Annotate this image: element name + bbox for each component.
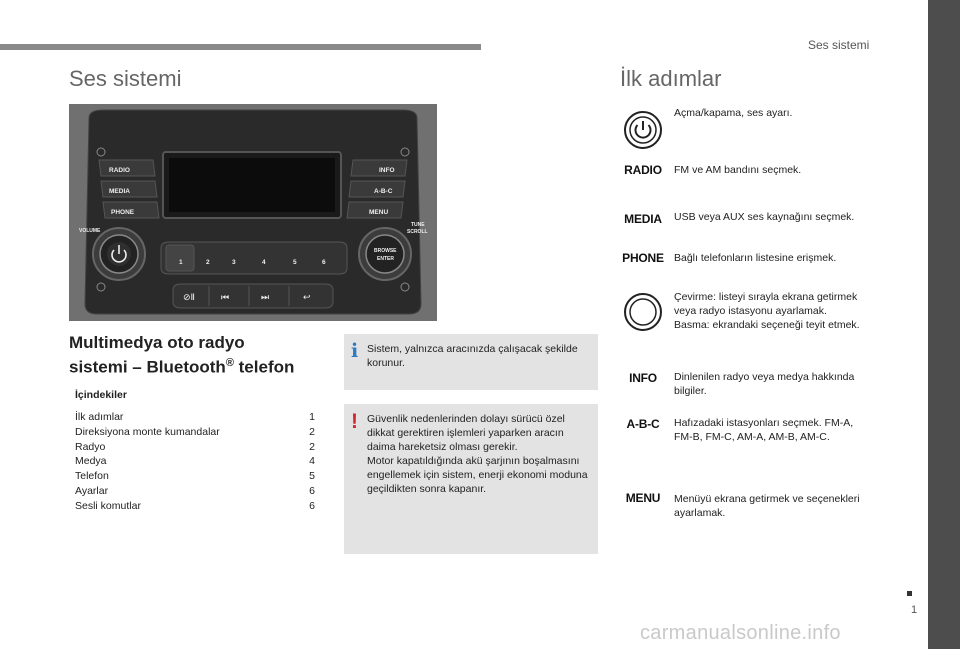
step-power-text: Açma/kapama, ses ayarı. <box>674 107 793 119</box>
menu-icon-label: MENU <box>625 491 661 505</box>
step-browse-text: Çevirme: listeyi sırayla ekrana getirmek… <box>674 290 874 332</box>
toc-item-label: Ayarlar <box>75 484 109 497</box>
toc-item-page: 5 <box>309 470 315 483</box>
preset-label: 6 <box>322 259 326 266</box>
scroll-label: SCROLL <box>407 229 428 235</box>
abc-button-label: A-B-C <box>374 188 393 195</box>
intro-title-line2-end: telefon <box>233 357 295 377</box>
toc-item[interactable]: Radyo 2 <box>75 440 315 455</box>
svg-text:⊘Ⅱ: ⊘Ⅱ <box>183 293 195 303</box>
toc-item[interactable]: İlk adımlar 1 <box>75 410 315 425</box>
toc-item[interactable]: Ayarlar 6 <box>75 484 315 499</box>
svg-text:⏭: ⏭ <box>261 293 269 303</box>
radio-icon: RADIO <box>620 162 666 178</box>
volume-label: VOLUME <box>79 228 101 234</box>
abc-icon-label: A-B-C <box>626 417 660 431</box>
toc-item[interactable]: Telefon 5 <box>75 469 315 484</box>
media-button-label: MEDIA <box>109 188 130 195</box>
browse-label: BROWSE <box>374 248 397 254</box>
radio-button-label: RADIO <box>109 167 130 174</box>
preset-label: 2 <box>206 259 210 266</box>
toc-item-page: 2 <box>309 440 315 453</box>
radio-icon-label: RADIO <box>624 163 662 177</box>
info-icon: i <box>351 340 359 362</box>
toc-item-label: Radyo <box>75 440 106 453</box>
toc-item-label: Telefon <box>75 470 109 483</box>
phone-button-label: PHONE <box>111 209 135 216</box>
step-browse-line: Çevirme: listeyi sırayla ekrana getirmek… <box>674 291 858 317</box>
toc-list: İlk adımlar 1 Direksiyona monte kumandala… <box>75 410 315 514</box>
preset-label: 1 <box>179 259 183 266</box>
tune-label: TUNE <box>411 222 425 228</box>
warning-line: Güvenlik nedenlerinden dolayı sürücü öze… <box>367 413 565 453</box>
page-number: 1 <box>911 604 918 616</box>
step-browse-line: Basma: ekrandaki seçeneği teyit etmek. <box>674 319 860 331</box>
toc-heading: İçindekiler <box>75 389 127 401</box>
section-title-first-steps: İlk adımlar <box>620 66 722 91</box>
power-knob-icon <box>620 108 666 152</box>
radio-unit-illustration: RADIO MEDIA PHONE INFO A-B-C MENU VOLUME… <box>69 104 437 321</box>
browse-knob-icon <box>620 290 666 334</box>
info-note: i Sistem, yalnızca aracınızda çalışacak … <box>344 334 598 390</box>
toc-item-page: 6 <box>309 499 315 512</box>
enter-label: ENTER <box>377 256 394 262</box>
preset-label: 5 <box>293 259 297 266</box>
step-menu-text: Menüyü ekrana getirmek ve seçenekleri ay… <box>674 493 860 519</box>
toc-item[interactable]: Medya 4 <box>75 454 315 469</box>
intro-title-line1: Multimedya oto radyo <box>69 333 245 352</box>
toc-item-page: 2 <box>309 425 315 438</box>
media-icon-label: MEDIA <box>624 212 662 226</box>
toc-item-label: Medya <box>75 455 107 468</box>
preset-label: 4 <box>262 259 266 266</box>
step-media-text: USB veya AUX ses kaynağını seçmek. <box>674 211 855 223</box>
phone-icon-label: PHONE <box>622 251 664 265</box>
page-end-marker <box>907 591 912 596</box>
warning-line: Motor kapatıldığında akü şarjının boşalm… <box>367 455 588 495</box>
media-icon: MEDIA <box>620 211 666 227</box>
menu-icon: MENU <box>620 490 666 506</box>
toc-item[interactable]: Sesli komutlar 6 <box>75 499 315 514</box>
watermark: carmanualsonline.info <box>640 622 841 644</box>
toc-item-page: 4 <box>309 455 315 468</box>
info-icon: INFO <box>620 370 666 386</box>
top-rule <box>0 44 481 50</box>
warning-icon: ! <box>351 410 358 433</box>
step-abc-text: Hafızadaki istasyonları seçmek. FM-A, FM… <box>674 417 854 443</box>
phone-icon: PHONE <box>620 250 666 266</box>
info-icon-label: INFO <box>629 371 657 385</box>
warning-note-text: Güvenlik nedenlerinden dolayı sürücü öze… <box>367 412 593 496</box>
toc-item-label: Sesli komutlar <box>75 499 141 512</box>
registered-mark: ® <box>225 357 234 369</box>
header-section-title: Ses sistemi <box>808 38 870 52</box>
svg-text:⏮: ⏮ <box>221 293 229 303</box>
step-info-text: Dinlenilen radyo veya medya hakkında bil… <box>674 371 855 397</box>
toc-item[interactable]: Direksiyona monte kumandalar 2 <box>75 425 315 440</box>
info-button-label: INFO <box>379 167 395 174</box>
side-band <box>928 0 960 649</box>
toc-item-page: 6 <box>309 484 315 497</box>
step-phone-text: Bağlı telefonların listesine erişmek. <box>674 252 837 264</box>
preset-label: 3 <box>232 259 236 266</box>
step-radio-text: FM ve AM bandını seçmek. <box>674 164 802 176</box>
menu-button-label: MENU <box>369 209 388 216</box>
abc-icon: A-B-C <box>620 416 666 432</box>
intro-title: Multimedya oto radyo sistemi – Bluetooth… <box>69 333 339 378</box>
intro-title-line2: sistemi – Bluetooth <box>69 357 226 377</box>
info-note-text: Sistem, yalnızca aracınızda çalışacak şe… <box>367 343 578 369</box>
toc-item-page: 1 <box>309 411 315 423</box>
toc-item-label: Direksiyona monte kumandalar <box>75 425 220 438</box>
page-title: Ses sistemi <box>69 66 182 91</box>
warning-note: ! Güvenlik nedenlerinden dolayı sürücü ö… <box>344 404 598 554</box>
svg-text:↩: ↩ <box>303 293 311 303</box>
toc-item-label: İlk adımlar <box>75 411 124 423</box>
